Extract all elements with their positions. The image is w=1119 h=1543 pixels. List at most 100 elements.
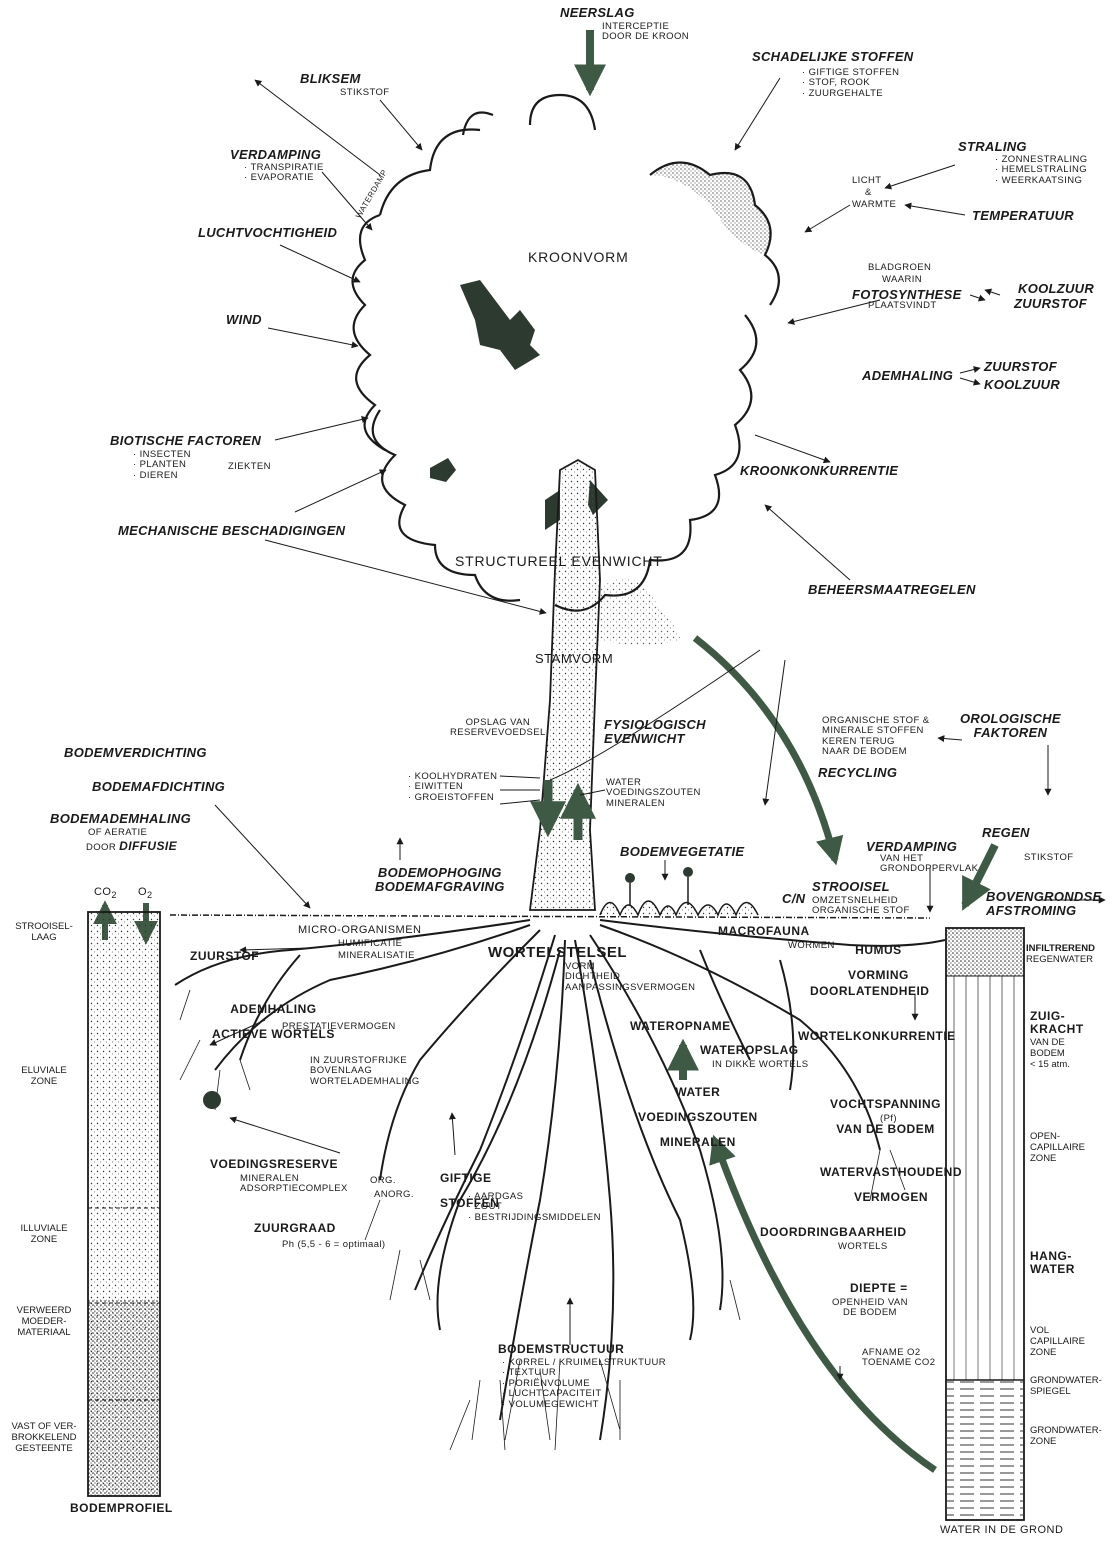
profile-vast: VAST OF VER- BROKKELEND GESTEENTE [2,1422,86,1455]
label-stikstof: STIKSTOF [1024,853,1073,863]
label-zuurstof: ZUURSTOF [1014,297,1087,311]
water-line: < 15 atm. [1030,1060,1070,1071]
label-verdamping: VERDAMPING [230,148,321,162]
bodemstructuur-list: · KORREL / KRUIMELSTRUKTUUR · TEXTUUR · … [502,1358,666,1410]
label-mechanische: MECHANISCHE BESCHADIGINGEN [118,524,345,538]
label-voedingsreserve: VOEDINGSRESERVE [210,1158,338,1171]
diffusie-text: DIFFUSIE [119,839,177,853]
label-luchtvochtigheid: LUCHTVOCHTIGHEID [198,226,337,240]
label-bodemvegetatie: BODEMVEGETATIE [620,845,744,859]
label-temperatuur: TEMPERATUUR [972,209,1074,223]
water-line: ZONE [1030,1437,1102,1448]
diepte-line: DE BODEM [832,1308,908,1318]
water-voeding-line: VOEDINGSZOUTEN [638,1111,758,1124]
bovengrondse-line: AFSTROMING [986,904,1102,918]
label-warmte: WARMTE [852,200,896,210]
label-kroonkonkurrentie: KROONKONKURRENTIE [740,464,898,478]
label-zuurstof2: ZUURSTOF [984,360,1057,374]
label-wortels: WORTELS [838,1242,888,1252]
fysiologisch-line: EVENWICHT [604,732,706,746]
profile-line: ZONE [2,1077,86,1088]
bodemafgraving-line: BODEMAFGRAVING [375,880,505,894]
orologische-line: OROLOGISCHE [960,712,1061,726]
label-doordringbaarheid: DOORDRINGBAARHEID [760,1226,907,1239]
co2-text: CO [94,886,111,898]
ademhaling-line: ADEMHALING [212,1003,335,1016]
humus-line: VORMING [848,969,909,982]
water-vol-cap: VOL CAPILLAIRE ZONE [1030,1326,1085,1359]
profile-strooisellaag: STROOISEL- LAAG [2,922,86,944]
label-door: DOOR DIFFUSIE [86,840,177,853]
label-bodemverdichting: BODEMVERDICHTING [64,746,207,760]
label-organische: ORGANISCHE STOF & MINERALE STOFFEN KEREN… [822,716,929,758]
label-beheersmaatregelen: BEHEERSMAATREGELEN [808,583,976,597]
label-pf: (Pf) [880,1114,897,1124]
label-structureel: STRUCTUREEL EVENWICHT [455,554,663,569]
voedingsreserve-sub: MINERALEN ADSORPTIECOMPLEX [240,1174,348,1195]
profile-line: ZONE [2,1235,86,1246]
water-line: REGENWATER [1026,955,1118,966]
water-voeding-line: WATER [638,1086,758,1099]
opslag-line: RESERVEVOEDSEL [450,728,546,738]
recycling-arrow [695,638,835,860]
giftige-item: · BESTRIJDINGSMIDDELEN [468,1213,601,1223]
water-grondwaterspiegel: GRONDWATER- SPIEGEL [1030,1376,1102,1398]
label-biotische: BIOTISCHE FACTOREN [110,434,261,448]
zuurstofrijke-list: IN ZUURSTOFRIJKE BOVENLAAG WORTELADEMHAL… [310,1056,420,1087]
flower [683,867,693,877]
trunk-down-list: · KOOLHYDRATEN · EIWITTEN · GROEISTOFFEN [408,772,497,803]
water-hangwater: HANG- WATER [1030,1250,1075,1276]
label-stamvorm: STAMVORM [535,652,613,666]
label-opslag: OPSLAG VAN RESERVEVOEDSEL [450,718,546,739]
orologische-line: FAKTOREN [960,726,1061,740]
schadelijke-item: · ZUURGEHALTE [802,89,899,99]
vochtspanning-line: VAN DE BODEM [830,1123,941,1136]
label-wormen: WORMEN [788,941,835,951]
label-schadelijke: SCHADELIJKE STOFFEN [752,50,913,64]
verdamping-list: · TRANSPIRATIE · EVAPORATIE [244,163,324,184]
co2-sub: 2 [111,890,117,900]
label-strooisel: STROOISEL [812,880,890,894]
organische-line: NAAR DE BODEM [822,747,929,757]
water-line: SPIEGEL [1030,1387,1102,1398]
label-bladgroen: BLADGROEN [868,263,931,273]
label-koolzuur2: KOOLZUUR [984,378,1060,392]
giftige-list: · AARDGAS · ZOUT · BESTRIJDINGSMIDDELEN [468,1192,601,1223]
label-regen: REGEN [982,826,1030,840]
straling-list: · ZONNESTRALING · HEMELSTRALING · WEERKA… [995,155,1088,186]
water-groundwater [946,1380,1024,1520]
label-zuurgraad: ZUURGRAAD [254,1222,336,1235]
omzetsnelheid-line: ORGANISCHE STOF [812,906,910,916]
profile-title: BODEMPROFIEL [70,1502,173,1515]
label-waarin: WAARIN [882,275,922,285]
trunk-up-item: MINERALEN [606,799,701,809]
bovengrondse-line: BOVENGRONDSE [986,890,1102,904]
flower [625,873,635,883]
trunk-up-list: WATER VOEDINGSZOUTEN MINERALEN [606,778,701,809]
label-bodemademhaling: BODEMADEMHALING [50,812,191,826]
afname-line: TOENAME CO2 [862,1358,935,1368]
label-watervasthoudend: WATERVASTHOUDEND VERMOGEN [820,1154,962,1216]
water-line: WATER [1030,1263,1075,1276]
water-infiltration [946,928,1024,976]
straling-item: · WEERKAATSING [995,176,1088,186]
water-infiltrerend: INFILTREREND REGENWATER [1026,944,1118,966]
label-wortelkonkurrentie: WORTELKONKURRENTIE [798,1030,956,1043]
label-recycling: RECYCLING [818,766,897,780]
label-kroonvorm: KROONVORM [528,250,629,265]
label-water-voeding: WATER VOEDINGSZOUTEN MINERALEN [638,1074,758,1162]
water-zuigkracht-sub: VAN DE BODEM < 15 atm. [1030,1038,1070,1071]
wortelstelsel-sub: VORM DICHTHEID AANPASSINGSVERMOGEN [565,962,695,993]
profile-illuviale: ILLUVIALE ZONE [2,1224,86,1246]
label-wateropname: WATEROPNAME [630,1020,731,1033]
profile-verweerd: VERWEERD MOEDER- MATERIAAL [2,1306,86,1339]
afname-list: AFNAME O2 TOENAME CO2 [862,1348,935,1369]
label-neerslag-sub: INTERCEPTIE DOOR DE KROON [602,22,702,43]
profile-line: MATERIAAL [2,1328,86,1339]
water-zuigkracht: ZUIG- KRACHT [1030,1010,1084,1036]
humus-line: HUMUS [848,944,909,957]
label-bodemafdichting: BODEMAFDICHTING [92,780,225,794]
bodemophoging-line: BODEMOPHOGING [375,866,505,880]
crown-shade-right [593,578,681,645]
